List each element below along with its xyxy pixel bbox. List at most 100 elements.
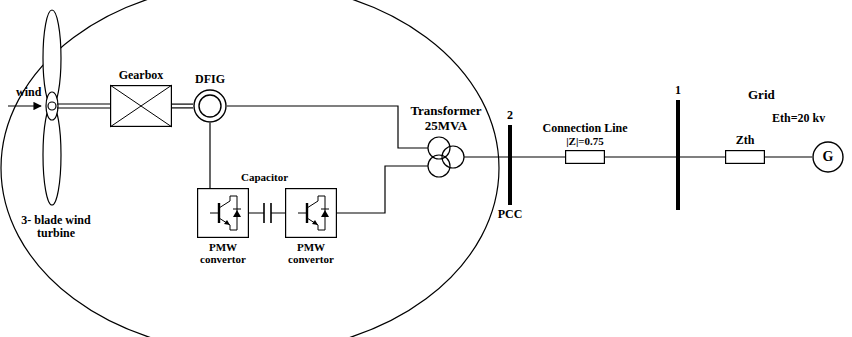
shaft-inner (172, 105, 193, 108)
text-group: Gearbox (119, 69, 164, 82)
text-group: 2 (507, 109, 513, 122)
igbt-arrow (312, 220, 318, 225)
capacitor-plate (263, 203, 265, 223)
text-group: DFIG (195, 73, 225, 86)
diode-lead (318, 230, 325, 231)
turbine-hub (48, 102, 56, 110)
power-line (680, 156, 725, 157)
transformer: Transformer 25MVA (425, 136, 467, 178)
wind-farm-boundary (1, 0, 499, 337)
capacitor-gap (264, 204, 271, 222)
turbine-blade (46, 92, 58, 120)
component-label: PMW convertor (192, 241, 254, 265)
pwm-converter: PMW convertor (285, 188, 337, 238)
igbt-base (218, 203, 220, 223)
power-line (512, 156, 565, 157)
gearbox-box (111, 86, 172, 127)
busbar: 1 (676, 100, 680, 210)
busbar-line (676, 100, 680, 210)
gearbox: Gearbox (110, 85, 172, 127)
pwm-converter: PMW convertor (197, 188, 249, 238)
diode-symbol (321, 210, 329, 217)
component-label: Zth (736, 134, 755, 147)
component-label: DFIG (195, 73, 225, 86)
igbt-collector (219, 201, 230, 208)
igbt-gate (210, 213, 218, 214)
igbt-base (306, 203, 308, 223)
power-line (209, 123, 210, 188)
impedance-box (726, 151, 765, 164)
converter-box (286, 189, 337, 238)
turbine-shaft (57, 107, 110, 108)
dfig-rotor (199, 95, 221, 117)
igbt-lead (230, 196, 231, 201)
dfig-stator (194, 90, 226, 122)
capacitor-plate (270, 203, 272, 223)
transformer-lead (425, 148, 428, 149)
text-group: 1 (675, 84, 681, 97)
power-line (227, 106, 425, 148)
power-line (765, 156, 812, 157)
igbt-emitter (307, 218, 318, 225)
power-line (467, 156, 508, 157)
text-group: PMW convertor (280, 241, 342, 265)
diode-lead (230, 230, 237, 231)
generator-label: G (823, 149, 834, 164)
igbt-emitter (219, 218, 230, 225)
line-impedance: Connection Line|Z|=0.75 (565, 150, 605, 164)
igbt-collector (307, 201, 318, 208)
component-label: Gearbox (119, 69, 164, 82)
impedance-box (566, 151, 605, 164)
diode-lead (318, 196, 325, 197)
text-group: Transformer 25MVA (406, 104, 486, 133)
wind-arrow (8, 105, 41, 106)
power-line (337, 166, 425, 213)
text-group: PMW convertor (192, 241, 254, 265)
diode-symbol (233, 210, 241, 217)
dfig-symbol (193, 89, 227, 123)
bus-label: 1 (675, 84, 681, 97)
text-group: Zth (736, 134, 755, 147)
generator-circle (813, 142, 843, 172)
thevenin-impedance: Zth (725, 150, 765, 164)
wind-label: wind (16, 86, 41, 99)
text-group: G (812, 141, 844, 173)
grid-label: Grid (748, 88, 775, 102)
transformer-lead (464, 157, 467, 158)
source-voltage-label: Eth=20 kv (772, 112, 825, 125)
gear-symbol (110, 85, 172, 127)
capacitor-label: Capacitor (241, 171, 288, 183)
res-symbol (725, 150, 765, 164)
bus-symbol (676, 100, 680, 210)
gearbox-cross (110, 85, 172, 127)
igbt-lead (230, 225, 231, 230)
power-line (605, 156, 676, 157)
igbt-gate (298, 213, 306, 214)
bus-symbol (508, 125, 512, 205)
bus-label: 2 (507, 109, 513, 122)
xfmr-symbol (425, 136, 467, 178)
turbine-shaft (57, 103, 110, 104)
bus-label: PCC (498, 208, 523, 221)
transformer-winding (442, 146, 464, 168)
diode-bar (321, 209, 329, 210)
diode-lead (230, 196, 237, 197)
turbine-label: 3- blade wind turbine (14, 214, 98, 240)
component-label: Connection Line (542, 122, 627, 135)
text-group: PCC (498, 208, 523, 221)
transformer-lead (425, 166, 428, 167)
res-symbol (565, 150, 605, 164)
shaft-connection (172, 104, 193, 109)
igbt-lead (318, 225, 319, 230)
busbar-line (508, 125, 512, 205)
igbt-arrow (224, 220, 230, 225)
generator-dfig: DFIG (193, 89, 227, 123)
component-label: PMW convertor (280, 241, 342, 265)
conv-symbol (197, 188, 249, 238)
conv-symbol (285, 188, 337, 238)
diode-bar (233, 209, 241, 210)
